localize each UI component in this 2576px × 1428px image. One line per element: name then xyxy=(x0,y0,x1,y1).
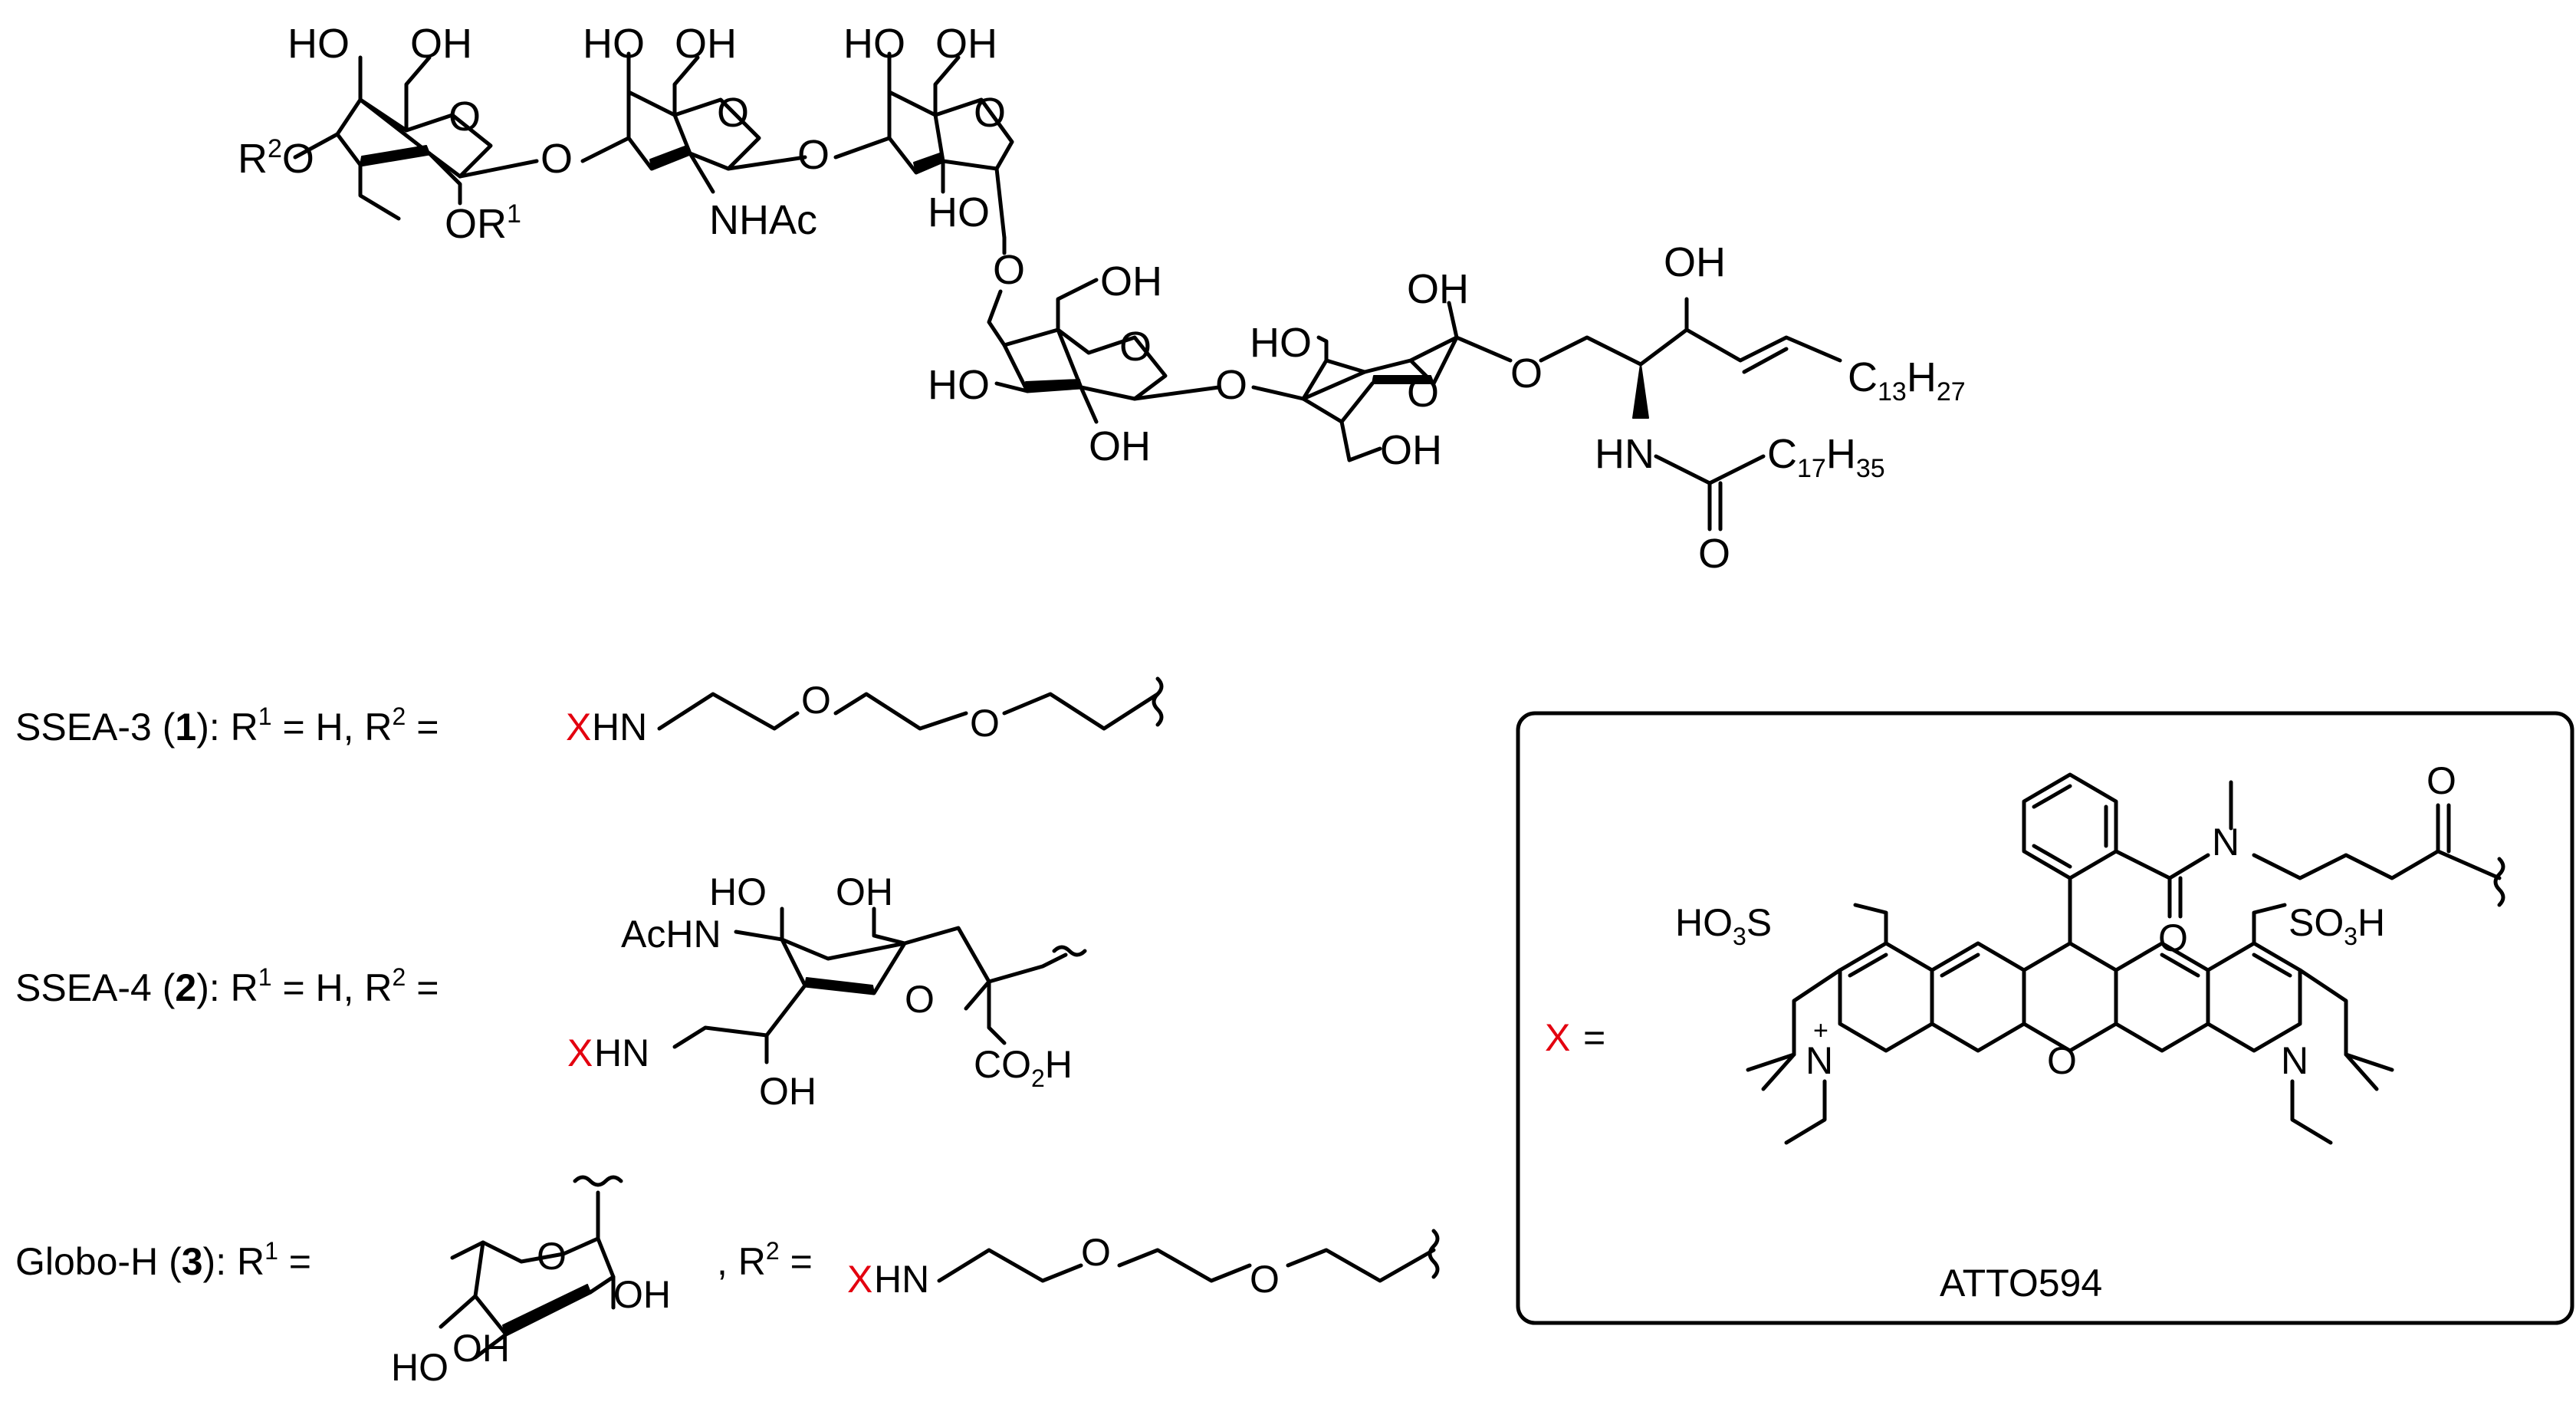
ring5-ho-label: HO xyxy=(1250,320,1312,366)
globo-h-linker-o1: O xyxy=(1081,1231,1111,1274)
atto594-box: X = xyxy=(1516,711,2574,1325)
iminium-nitrogen: N xyxy=(1806,1039,1833,1082)
ring-5: HO OH O OH O xyxy=(1250,266,1543,473)
ring-2: HO OH O NHAc O xyxy=(580,21,830,243)
ring5-oh-bottom-label: OH xyxy=(1380,427,1442,473)
ring5-oh-label: OH xyxy=(1407,266,1469,312)
ceramide-c17h35-label: C17H35 xyxy=(1767,431,1885,483)
ring1-ring-oxygen: O xyxy=(449,94,481,140)
dye-name: ATTO594 xyxy=(1940,1262,2102,1305)
ring2-nhac-label: NHAc xyxy=(709,197,817,243)
ring5-glycosidic-oxygen: O xyxy=(1510,350,1543,396)
ring4-glycosidic-oxygen: O xyxy=(1215,362,1247,408)
fucose-oh-right-label: OH xyxy=(613,1273,671,1316)
ketone-oxygen: O xyxy=(2426,759,2456,802)
ssea3-linker: X HN O O xyxy=(566,676,1164,749)
so3h-left-label: HO3S xyxy=(1675,901,1772,950)
ring5-ring-oxygen: O xyxy=(1407,370,1439,416)
ring1-ho-label: HO xyxy=(288,21,350,67)
xanthene-oxygen: O xyxy=(2047,1039,2077,1082)
globo-h-linker: X HN O O xyxy=(847,1229,1440,1301)
sialic-oh-bottom-label: OH xyxy=(759,1070,816,1113)
fucose-oh-label: OH xyxy=(452,1327,510,1370)
ssea4-label: SSEA-4 (2): R1 = H, R2 = xyxy=(15,963,439,1009)
globo-h-label: Globo-H (3): R1 = xyxy=(15,1237,311,1283)
atto594-structure: O HO3S SO3H N O O N + N ATTO594 xyxy=(1675,759,2505,1305)
sialic-x-label: X xyxy=(567,1032,593,1074)
sialic-ring-oxygen: O xyxy=(905,978,935,1021)
scaffold-structure: HO OH O R2O OR1 O HO OH O NHAc O xyxy=(238,21,1966,577)
ring3-glycosidic-oxygen: O xyxy=(993,247,1025,293)
sialic-ho-label: HO xyxy=(709,870,767,913)
sialic-achn-label: AcHN xyxy=(621,913,721,956)
so3h-right-label: SO3H xyxy=(2288,901,2385,950)
ssea3-linker-x: X xyxy=(566,706,591,749)
ring2-oh-label: OH xyxy=(675,21,737,67)
ring2-ho-label: HO xyxy=(583,21,645,67)
globo-h-linker-o2: O xyxy=(1250,1258,1280,1301)
ring-1: HO OH O R2O OR1 O xyxy=(238,21,573,247)
ring3-oh-label: OH xyxy=(935,21,997,67)
ssea3-linker-hn: HN xyxy=(592,706,647,749)
ring1-oh-label: OH xyxy=(410,21,472,67)
iminium-charge: + xyxy=(1813,1016,1829,1045)
ring1-r2-label: R2O xyxy=(238,134,314,182)
ring-4: OH O HO OH O xyxy=(928,258,1247,469)
sialic-hn-label: HN xyxy=(594,1032,649,1074)
entry-ssea4: SSEA-4 (2): R1 = H, R2 = HO OH AcHN O X … xyxy=(15,870,1087,1113)
ceramide-carbonyl-oxygen: O xyxy=(1698,531,1730,577)
globo-h-r2-label: , R2 = xyxy=(717,1237,813,1283)
ring2-glycosidic-oxygen: O xyxy=(797,132,830,178)
entry-ssea3: SSEA-3 (1): R1 = H, R2 = X HN O O xyxy=(15,676,1164,749)
ring1-or1-label: OR1 xyxy=(445,199,521,247)
entry-globo-h: Globo-H (3): R1 = O OH HO OH , R2 = X HN… xyxy=(15,1175,1440,1389)
ceramide-c13h27-label: C13H27 xyxy=(1848,354,1966,406)
ceramide-hn-label: HN xyxy=(1595,431,1654,477)
ring2-ring-oxygen: O xyxy=(717,90,749,136)
globo-h-linker-hn: HN xyxy=(874,1258,929,1301)
box-equals: = xyxy=(1583,1016,1605,1059)
ring4-oh-bottom-label: OH xyxy=(1089,423,1151,469)
ssea3-linker-o2: O xyxy=(970,702,1000,745)
ring3-ho-bottom-label: HO xyxy=(928,189,990,235)
amine-nitrogen: N xyxy=(2281,1039,2308,1082)
globo-h-linker-x: X xyxy=(847,1258,872,1301)
fucose-structure: O OH HO OH xyxy=(391,1175,671,1389)
ring4-ho-label: HO xyxy=(928,362,990,408)
ceramide-chain: OH C13H27 HN C17H35 O xyxy=(1539,239,1966,577)
ssea3-linker-o1: O xyxy=(801,679,831,722)
ring-3: HO OH O HO O xyxy=(833,21,1025,293)
fucose-ring-oxygen: O xyxy=(537,1235,567,1278)
sialic-co2h-label: CO2H xyxy=(974,1043,1073,1092)
ring3-ring-oxygen: O xyxy=(974,90,1006,136)
sialic-acid-structure: HO OH AcHN O X HN OH CO2H xyxy=(567,870,1087,1113)
fucose-ho-label: HO xyxy=(391,1346,449,1389)
ceramide-oh-label: OH xyxy=(1664,239,1726,285)
box-border xyxy=(1516,711,2574,1325)
ring1-glycosidic-oxygen: O xyxy=(540,136,573,182)
amide-nitrogen: N xyxy=(2212,821,2239,864)
sialic-oh-label: OH xyxy=(836,870,893,913)
ssea3-label: SSEA-3 (1): R1 = H, R2 = xyxy=(15,702,439,749)
ring4-ring-oxygen: O xyxy=(1119,324,1152,370)
amide-oxygen: O xyxy=(2158,916,2188,959)
box-x-label: X xyxy=(1545,1016,1570,1059)
ring4-oh-top-label: OH xyxy=(1100,258,1162,304)
ring3-ho-label: HO xyxy=(843,21,905,67)
